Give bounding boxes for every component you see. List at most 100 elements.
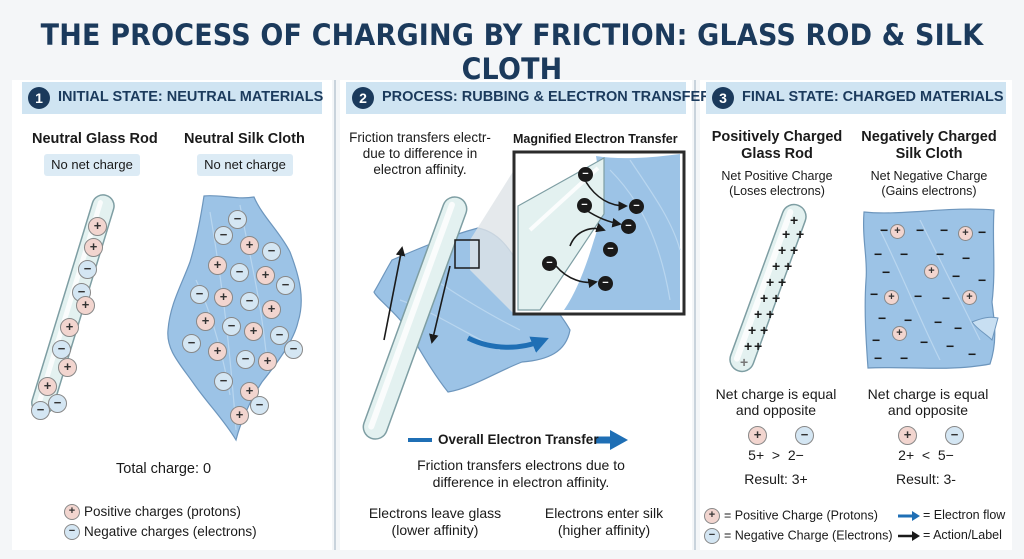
negative-charge-icon: −: [795, 426, 814, 445]
minus-mark: −: [978, 272, 987, 288]
legend-electron-flow: = Electron flow: [923, 508, 1006, 522]
negative-charge-icon: −: [64, 524, 80, 541]
glass-affinity-line: Electrons leave glass: [368, 505, 502, 521]
plus-mark: +: [748, 322, 757, 338]
equal-opposite-note-cloth: Net charge is equal and opposite: [858, 386, 998, 418]
equal-opposite-line: and opposite: [735, 402, 817, 418]
negative-charge: −: [214, 372, 233, 391]
positive-charge-icon: +: [704, 508, 720, 524]
charged-rod-subtitle-line: Net Positive Charge: [721, 169, 833, 183]
minus-mark: −: [900, 350, 909, 366]
zoom-region: [454, 239, 480, 269]
positive-charge-icon: +: [748, 426, 767, 445]
minus-mark: −: [962, 250, 971, 266]
cloth-no-charge-badge: No net charge: [197, 154, 293, 176]
minus-mark: −: [904, 312, 913, 328]
minus-mark: −: [942, 290, 951, 306]
legend-negative-charge-label: = Negative Charge (Electrons): [724, 528, 893, 543]
charged-cloth-title-line: Silk Cloth: [895, 146, 963, 162]
neutral-rod-title: Neutral Glass Rod: [32, 131, 158, 147]
minus-mark: −: [900, 246, 909, 262]
minus-mark: −: [968, 346, 977, 362]
positive-charge: +: [230, 406, 249, 425]
minus-mark: −: [874, 350, 883, 366]
minus-mark: −: [940, 222, 949, 238]
step-number-2: 2: [352, 87, 374, 109]
positive-charge: +: [890, 224, 905, 239]
plus-mark: +: [760, 322, 769, 338]
legend-negative-label: Negative charges (electrons): [84, 524, 257, 539]
electron: −: [598, 276, 613, 291]
positive-charge: +: [256, 266, 275, 285]
minus-mark: −: [878, 310, 887, 326]
legend-negative: −Negative charges (electrons): [64, 524, 257, 541]
panel-3-header: 3 FINAL STATE: CHARGED MATERIALS: [706, 82, 1006, 114]
silk-affinity-line: Electrons enter silk: [544, 505, 664, 521]
rod-charge-comparison: 5+ > 2−: [748, 447, 804, 463]
plus-mark: +: [784, 258, 793, 274]
legend-positive: +Positive charges (protons): [64, 504, 241, 521]
charged-rod-subtitle-line: (Loses electrons): [729, 184, 825, 198]
minus-mark: −: [952, 268, 961, 284]
friction-note-line: Friction transfers electr-: [349, 130, 491, 145]
friction-note-line: due to difference in: [362, 146, 478, 161]
electron: −: [577, 198, 592, 213]
equal-opposite-note-rod: Net charge is equal and opposite: [706, 386, 846, 418]
charged-rod-title: Positively Charged Glass Rod: [702, 129, 852, 163]
silk-affinity-line: (higher affinity): [557, 522, 651, 538]
negative-charge: −: [214, 226, 233, 245]
electron-flow-icon: [898, 511, 920, 521]
negative-charge: −: [222, 317, 241, 336]
glass-affinity-note: Electrons leave glass (lower affinity): [358, 505, 512, 539]
silk-affinity-note: Electrons enter silk (higher affinity): [524, 505, 684, 539]
plus-mark: +: [790, 212, 799, 228]
negative-charge: −: [48, 394, 67, 413]
positive-charge: +: [962, 290, 977, 305]
cloth-flow-arrow: [466, 335, 549, 353]
plus-mark: +: [772, 290, 781, 306]
positive-charge: +: [58, 358, 77, 377]
rod-no-charge-badge: No net charge: [44, 154, 140, 176]
equal-opposite-line: and opposite: [887, 402, 969, 418]
process-glass-rod: [362, 196, 468, 440]
magnified-silk: [564, 154, 680, 310]
positive-charge: +: [60, 318, 79, 337]
negative-charge: −: [78, 260, 97, 279]
minus-mark: −: [914, 288, 923, 304]
divider: [694, 80, 696, 550]
plus-mark: +: [744, 338, 753, 354]
negative-charge: −: [276, 276, 295, 295]
plus-mark: +: [790, 242, 799, 258]
positive-charge-icon: +: [64, 504, 80, 521]
minus-mark: −: [874, 246, 883, 262]
charged-cloth-title-line: Negatively Charged: [861, 129, 997, 145]
positive-charge: +: [262, 300, 281, 319]
negative-charge: −: [31, 401, 50, 420]
minus-mark: −: [934, 314, 943, 330]
overall-transfer-label: Overall Electron Transfer: [438, 432, 599, 447]
minus-mark: −: [946, 338, 955, 354]
process-caption: Friction transfers electrons due to diff…: [376, 457, 666, 491]
friction-note: Friction transfers electr- due to differ…: [344, 130, 496, 178]
positive-charge-icon: +: [898, 426, 917, 445]
action-arrow-icon: [898, 531, 920, 541]
plus-mark: +: [796, 226, 805, 242]
magnified-title: Magnified Electron Transfer: [513, 132, 678, 146]
plus-mark: +: [772, 258, 781, 274]
negative-charge: −: [284, 340, 303, 359]
equal-opposite-line: Net charge is equal: [715, 386, 837, 402]
negative-charge: −: [236, 350, 255, 369]
positive-charge: +: [88, 217, 107, 236]
negative-charge: −: [190, 285, 209, 304]
positive-charge: +: [214, 288, 233, 307]
minus-mark: −: [954, 320, 963, 336]
plus-mark: +: [766, 274, 775, 290]
step-number-3: 3: [712, 87, 734, 109]
panel-1-heading: INITIAL STATE: NEUTRAL MATERIALS: [58, 89, 324, 105]
electron: −: [542, 256, 557, 271]
cloth-charge-comparison: 2+ < 5−: [898, 447, 954, 463]
negative-charge: −: [240, 292, 259, 311]
negative-charge: −: [182, 334, 201, 353]
